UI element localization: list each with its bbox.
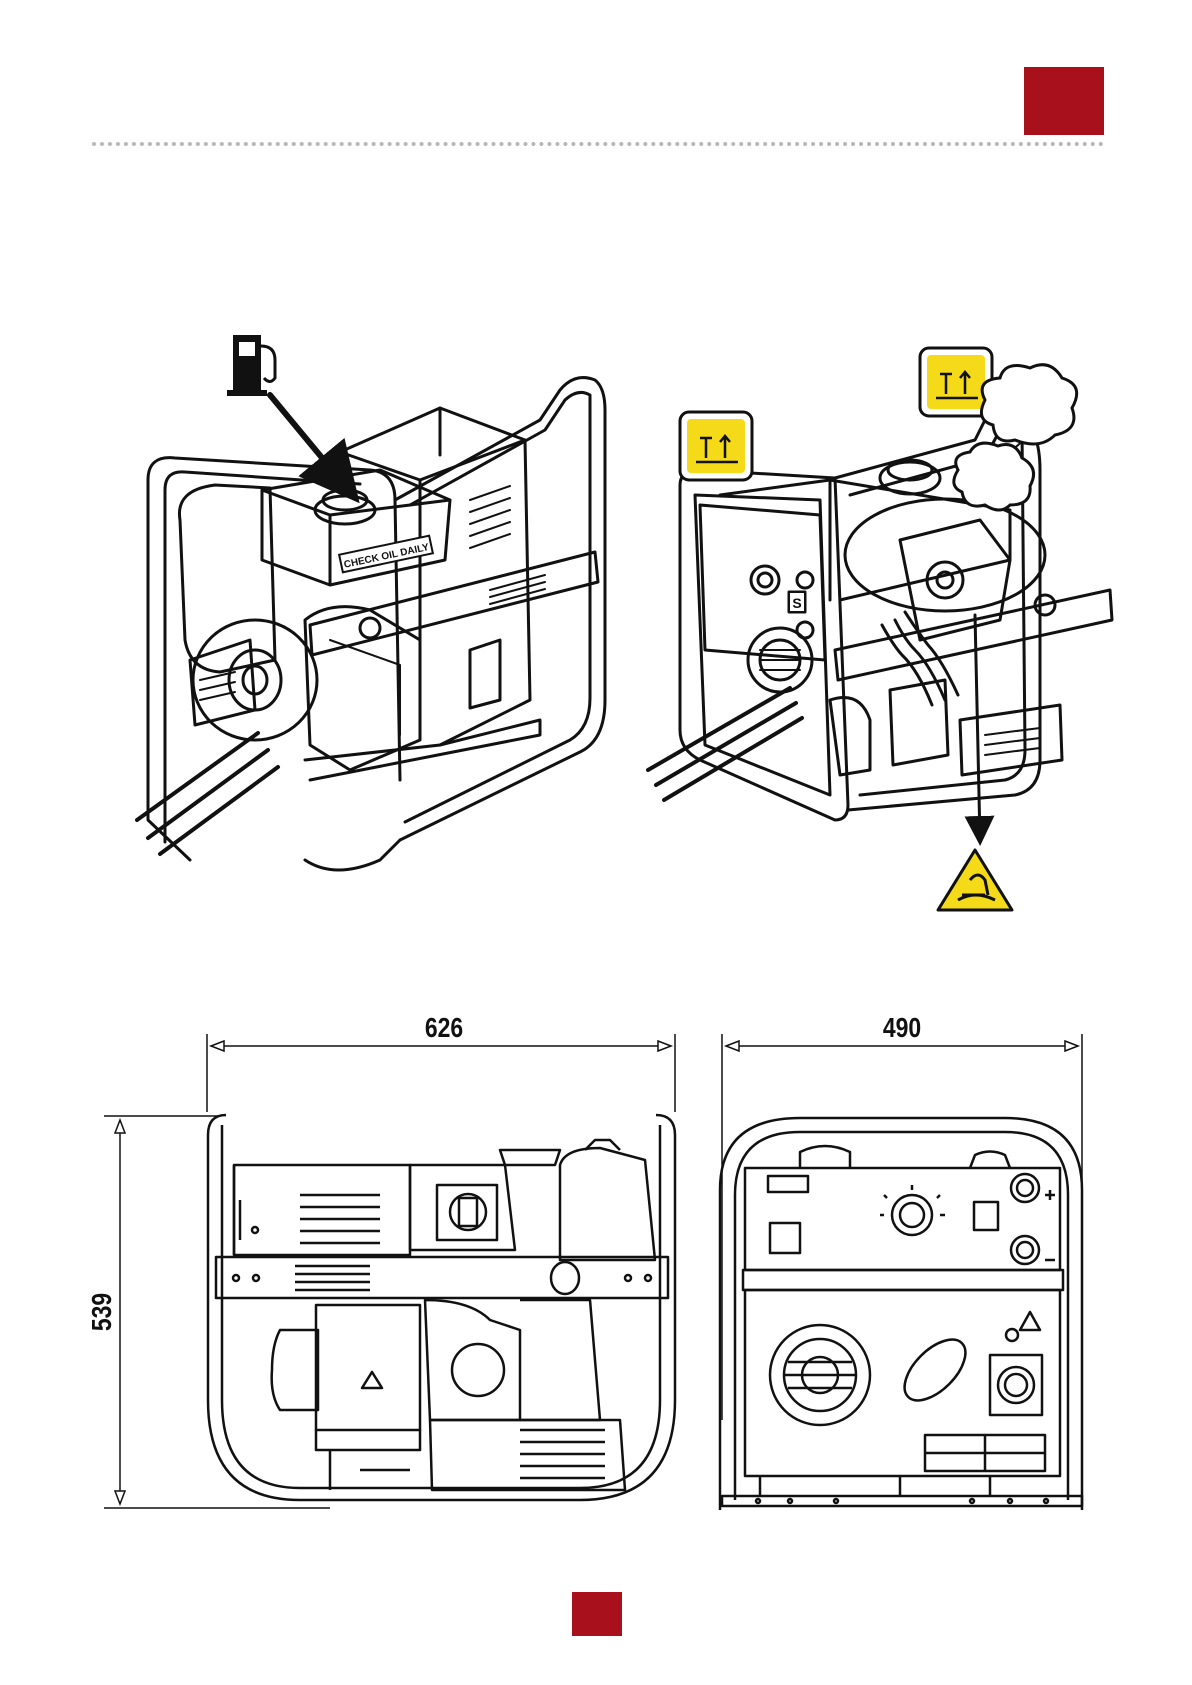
lift-point-icon: [680, 412, 752, 480]
generator-side-elevation: [208, 1115, 675, 1500]
fuel-pump-icon: [227, 335, 275, 396]
dimension-height-label: 539: [86, 1287, 118, 1336]
dimension-length-label: 626: [419, 1012, 468, 1044]
dimension-width-label: 490: [877, 1012, 926, 1044]
page-number-tab: [572, 1592, 622, 1636]
stick-mode-label: S: [792, 595, 801, 611]
hot-surface-warning-icon: [938, 850, 1012, 910]
generator-front-elevation: [720, 1118, 1082, 1510]
stick-mode-box: S: [789, 592, 805, 612]
generator-left-view: [137, 378, 605, 870]
